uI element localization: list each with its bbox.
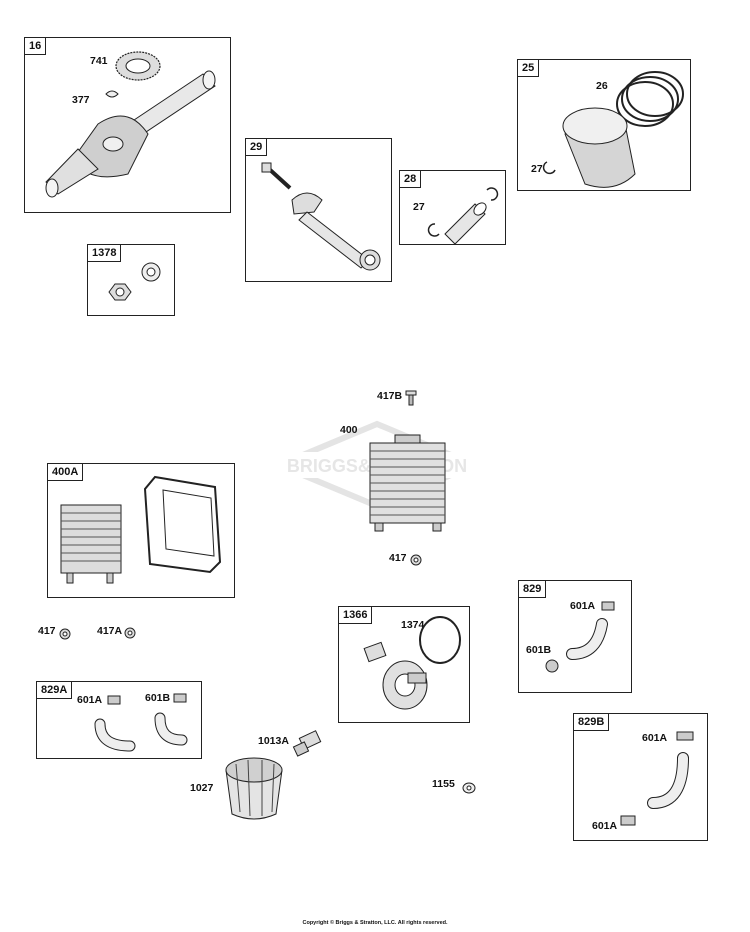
connecting-rod-drawing[interactable] [261, 160, 387, 278]
box-829-tag: 829 [518, 580, 547, 598]
label-400: 400 [340, 424, 358, 436]
box-16-tag: 16 [24, 37, 47, 55]
label-601a-829b-bottom: 601A [592, 820, 618, 832]
oil-filter-adapter-drawing[interactable] [360, 615, 465, 717]
label-601b-829a: 601B [145, 692, 171, 704]
hose-kit-829a-drawing[interactable] [86, 688, 198, 754]
label-1027: 1027 [190, 782, 214, 794]
label-601a-829b-top: 601A [642, 732, 668, 744]
label-27-pin: 27 [413, 201, 425, 213]
label-377: 377 [72, 94, 90, 106]
label-1155: 1155 [432, 778, 455, 790]
box-1378[interactable]: 1378 [87, 244, 175, 316]
nut-417a-icon[interactable] [124, 627, 136, 639]
box-25-tag: 25 [517, 59, 540, 77]
oil-cooler-400-drawing[interactable] [365, 433, 450, 533]
nut-417-left-icon[interactable] [59, 628, 71, 640]
nut-417-center-icon[interactable] [410, 554, 422, 566]
label-417-left: 417 [38, 625, 56, 637]
piston-pin-drawing[interactable] [425, 182, 500, 245]
box-29-tag: 29 [245, 138, 268, 156]
label-1374: 1374 [401, 619, 425, 631]
piston-rings-drawing[interactable] [542, 66, 685, 188]
box-400a-tag: 400A [47, 463, 84, 481]
label-601b-829: 601B [526, 644, 552, 656]
label-417-center: 417 [389, 552, 407, 564]
label-27-piston: 27 [531, 163, 543, 175]
box-829a-tag: 829A [36, 681, 73, 699]
label-741: 741 [90, 55, 108, 67]
screw-417b-icon[interactable] [405, 390, 417, 406]
label-26: 26 [596, 80, 608, 92]
hose-kit-829b-drawing[interactable] [615, 728, 705, 836]
box-1378-tag: 1378 [87, 244, 122, 262]
fitting-1013a-icon[interactable] [292, 730, 327, 758]
oil-cooler-kit-drawing[interactable] [55, 475, 230, 593]
crankshaft-drawing[interactable] [38, 44, 223, 209]
label-1013a: 1013A [258, 735, 289, 747]
label-601a-829a: 601A [77, 694, 103, 706]
box-1366-tag: 1366 [338, 606, 373, 624]
box-28-tag: 28 [399, 170, 422, 188]
label-601a-829: 601A [570, 600, 596, 612]
label-417a: 417A [97, 625, 123, 637]
label-417b: 417B [377, 390, 403, 402]
washer-1155-icon[interactable] [462, 782, 476, 794]
oil-filter-1027-drawing[interactable] [218, 752, 290, 822]
box-829-hose-kit[interactable]: 829 [518, 580, 632, 693]
hose-kit-829-drawing[interactable] [540, 596, 625, 681]
nut-washer-drawing[interactable] [105, 262, 167, 307]
box-829b-tag: 829B [573, 713, 610, 731]
copyright-notice: Copyright © Briggs & Stratton, LLC. All … [302, 920, 448, 926]
